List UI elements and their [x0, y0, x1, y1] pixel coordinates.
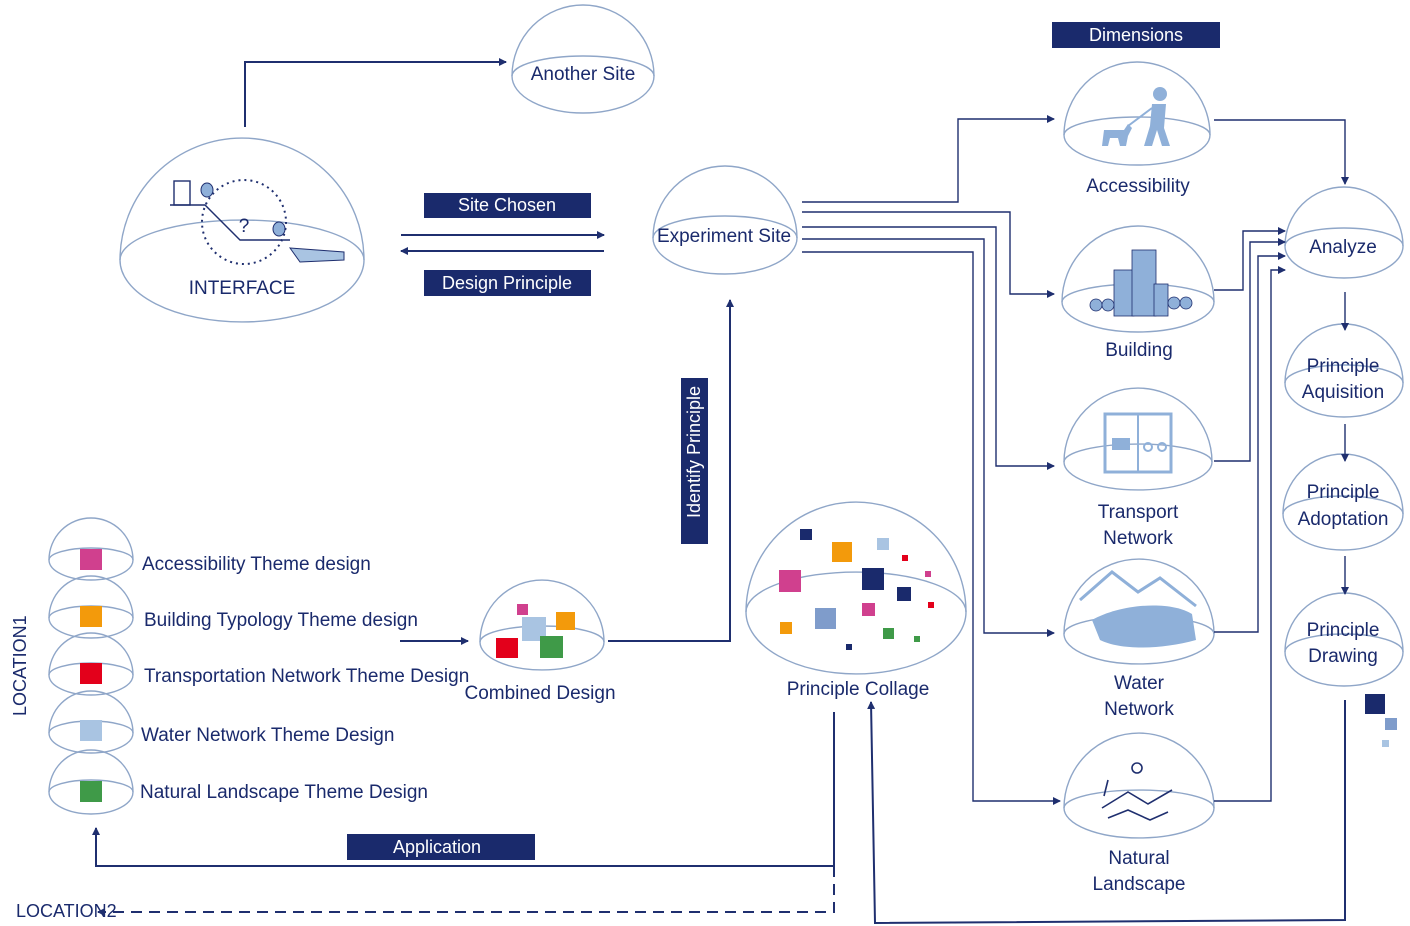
- transport-label-2: Network: [1103, 528, 1173, 549]
- interface-sketch-icon: [170, 179, 345, 265]
- theme-dome-water: [48, 690, 134, 754]
- arrow-to-natural: [802, 251, 1061, 805]
- identify-principle-label: Identify Principle: [684, 386, 704, 518]
- theme-swatch: [80, 720, 102, 741]
- natural-label-2: Landscape: [1093, 874, 1186, 895]
- car-bike-icon: [1103, 412, 1173, 474]
- interface-label: INTERFACE: [189, 278, 296, 299]
- interface-question: ?: [239, 216, 250, 237]
- location1-label: LOCATION1: [10, 615, 30, 716]
- principle-aquisition-label-1: Principle: [1307, 356, 1380, 377]
- site-chosen-label: Site Chosen: [458, 195, 556, 215]
- transport-dome[interactable]: Transport Network: [1063, 387, 1213, 549]
- dimensions-header: Dimensions: [1052, 22, 1220, 48]
- arrow-accessibility-analyze: [1214, 119, 1349, 185]
- arrow-application: [92, 712, 835, 867]
- interface-dome: ? INTERFACE: [119, 137, 365, 323]
- theme-swatch: [80, 663, 102, 684]
- arrow-natural-analyze: [1214, 266, 1286, 802]
- drawing-squares-icon: [1365, 694, 1397, 747]
- identify-principle-box: Identify Principle: [681, 378, 708, 544]
- natural-landscape-dome[interactable]: Natural Landscape: [1063, 732, 1215, 895]
- arrow-building-analyze: [1214, 227, 1286, 291]
- design-principle-label: Design Principle: [442, 273, 572, 293]
- arrow-to-building: [802, 211, 1055, 298]
- experiment-site-dome[interactable]: Experiment Site: [652, 165, 798, 275]
- principle-aquisition-dome[interactable]: Principle Aquisition: [1284, 323, 1404, 418]
- theme-dome-natural: [48, 749, 134, 815]
- arrow-water-analyze: [1214, 252, 1286, 633]
- principle-aquisition-label-2: Aquisition: [1302, 382, 1384, 403]
- combined-design-label: Combined Design: [464, 683, 615, 704]
- another-site-dome[interactable]: Another Site: [511, 4, 655, 114]
- accessibility-label: Accessibility: [1086, 176, 1190, 197]
- location2-label: LOCATION2: [16, 901, 117, 921]
- principle-adoptation-label-2: Adoptation: [1298, 509, 1389, 530]
- theme-label-water: Water Network Theme Design: [141, 725, 394, 746]
- principle-adoptation-label-1: Principle: [1307, 482, 1380, 503]
- theme-stack: Accessibility Theme design Building Typo…: [48, 517, 469, 815]
- theme-swatch: [80, 549, 102, 570]
- principle-drawing-dome[interactable]: Principle Drawing: [1284, 592, 1404, 687]
- building-dome[interactable]: Building: [1061, 225, 1215, 361]
- dimensions-label: Dimensions: [1089, 25, 1183, 45]
- another-site-label: Another Site: [531, 64, 636, 85]
- arrow-combined-experiment: [608, 299, 734, 642]
- principle-collage-dome[interactable]: Principle Collage: [745, 501, 967, 700]
- theme-dome-building: [48, 575, 134, 639]
- theme-dome-transportation: [48, 632, 134, 696]
- arrow-drawing-collage: [867, 700, 1346, 925]
- principle-drawing-label-2: Drawing: [1308, 646, 1378, 667]
- combined-design-dome[interactable]: Combined Design: [464, 579, 616, 704]
- water-label-2: Network: [1104, 699, 1174, 720]
- building-icon: [1089, 249, 1193, 317]
- principle-drawing-label-1: Principle: [1307, 620, 1380, 641]
- application-label: Application: [393, 837, 481, 857]
- water-label-1: Water: [1114, 673, 1165, 694]
- principle-collage-label: Principle Collage: [787, 679, 930, 700]
- application-box: Application: [347, 834, 535, 860]
- natural-label-1: Natural: [1108, 848, 1169, 869]
- arrow-interface-another-site: [244, 58, 507, 127]
- water-dome[interactable]: Water Network: [1063, 558, 1215, 720]
- analyze-dome[interactable]: Analyze: [1284, 186, 1404, 279]
- arrow-to-water: [802, 238, 1055, 637]
- theme-label-natural: Natural Landscape Theme Design: [140, 782, 428, 803]
- river-icon: [1079, 570, 1197, 648]
- theme-label-building: Building Typology Theme design: [144, 610, 418, 631]
- transport-label-1: Transport: [1098, 502, 1179, 523]
- arrow-transport-analyze: [1214, 238, 1286, 462]
- theme-swatch: [80, 781, 102, 802]
- site-chosen-box: Site Chosen: [424, 193, 591, 218]
- landscape-icon: [1101, 762, 1173, 821]
- arrow-location2-dashed: [97, 866, 835, 916]
- theme-swatch: [80, 606, 102, 627]
- building-label: Building: [1105, 340, 1173, 361]
- theme-dome-accessibility: [48, 517, 134, 581]
- walker-icon: [1102, 87, 1170, 146]
- accessibility-dome[interactable]: Accessibility: [1063, 61, 1211, 197]
- arrow-to-transport: [802, 226, 1055, 470]
- design-principle-box: Design Principle: [424, 270, 591, 296]
- theme-label-accessibility: Accessibility Theme design: [142, 554, 371, 575]
- experiment-site-label: Experiment Site: [657, 226, 791, 247]
- arrow-to-accessibility: [802, 115, 1055, 203]
- analyze-label: Analyze: [1309, 237, 1377, 258]
- theme-label-transportation: Transportation Network Theme Design: [144, 666, 469, 687]
- principle-adoptation-dome[interactable]: Principle Adoptation: [1282, 453, 1404, 551]
